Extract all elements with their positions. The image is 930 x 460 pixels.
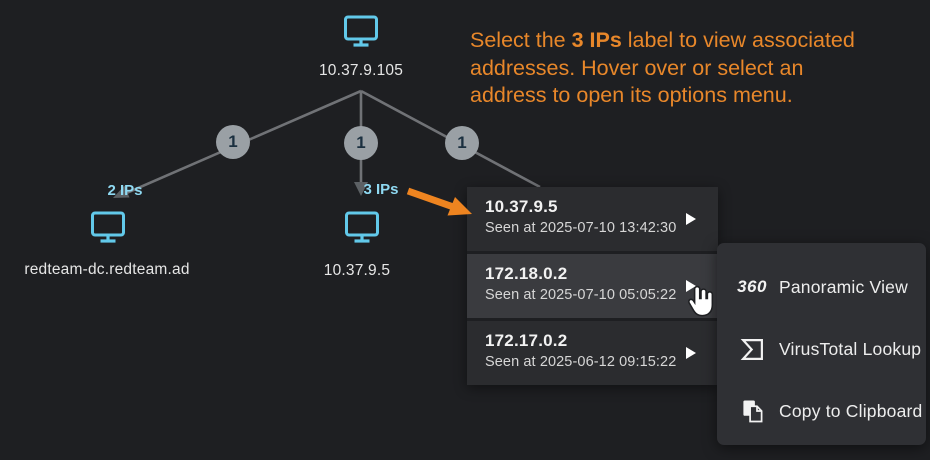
chevron-right-icon (686, 280, 696, 292)
edge-arrowhead-center (354, 182, 368, 196)
ip-menu-row-2[interactable]: 172.18.0.2 Seen at 2025-07-10 05:05:22 (467, 254, 718, 318)
ip-address-menu: 10.37.9.5 Seen at 2025-07-10 13:42:30 17… (467, 187, 718, 385)
ip-address: 10.37.9.5 (485, 197, 558, 216)
chevron-right-icon (686, 213, 696, 225)
chevron-right-icon (686, 347, 696, 359)
instruction-line1-post: label to view associated (621, 28, 855, 52)
instruction-line3: address to open its options menu. (470, 83, 793, 107)
copy-icon (737, 399, 767, 423)
submenu-item-virustotal-lookup[interactable]: VirusTotal Lookup (717, 318, 926, 380)
seen-timestamp: Seen at 2025-06-12 09:15:22 (485, 354, 677, 370)
workstation-icon-root[interactable] (342, 15, 380, 48)
instruction-line1-pre: Select the (470, 28, 572, 52)
root-node-label: 10.37.9.105 (318, 62, 404, 79)
submenu-item-copy-to-clipboard[interactable]: Copy to Clipboard (717, 380, 926, 442)
panoramic-360-icon: 360 (737, 277, 767, 296)
ips-count-label-center[interactable]: 3 IPs (363, 181, 399, 198)
edge-count-badge[interactable]: 1 (216, 125, 250, 159)
center-node-label: 10.37.9.5 (323, 262, 391, 279)
seen-timestamp: Seen at 2025-07-10 13:42:30 (485, 220, 677, 236)
virustotal-icon (737, 337, 767, 362)
submenu-item-label: VirusTotal Lookup (779, 338, 922, 359)
instruction-line2: addresses. Hover over or select an (470, 55, 804, 80)
workstation-icon-left[interactable] (89, 211, 127, 244)
submenu-item-panoramic-view[interactable]: 360 Panoramic View (717, 256, 926, 318)
ip-options-submenu: 360 Panoramic View VirusTotal Lookup Cop… (717, 243, 926, 445)
edge-count-badge[interactable]: 1 (445, 126, 479, 160)
instruction-text: Select the 3 IPs label to view associate… (470, 27, 925, 110)
left-node-label: redteam-dc.redteam.ad (24, 261, 190, 278)
workstation-icon-center[interactable] (343, 211, 381, 244)
seen-timestamp: Seen at 2025-07-10 05:05:22 (485, 287, 677, 303)
ip-address: 172.18.0.2 (485, 264, 568, 283)
submenu-item-label: Copy to Clipboard (779, 400, 923, 421)
edge-arrowhead-left (113, 185, 130, 198)
ip-menu-row-1[interactable]: 10.37.9.5 Seen at 2025-07-10 13:42:30 (467, 187, 718, 251)
submenu-item-label: Panoramic View (779, 276, 908, 297)
instruction-bold-3ips: 3 IPs (571, 28, 622, 52)
ip-menu-row-3[interactable]: 172.17.0.2 Seen at 2025-06-12 09:15:22 (467, 321, 718, 385)
ips-count-label-left[interactable]: 2 IPs (107, 182, 143, 199)
edge-count-badge[interactable]: 1 (344, 126, 378, 160)
ip-address: 172.17.0.2 (485, 331, 568, 350)
